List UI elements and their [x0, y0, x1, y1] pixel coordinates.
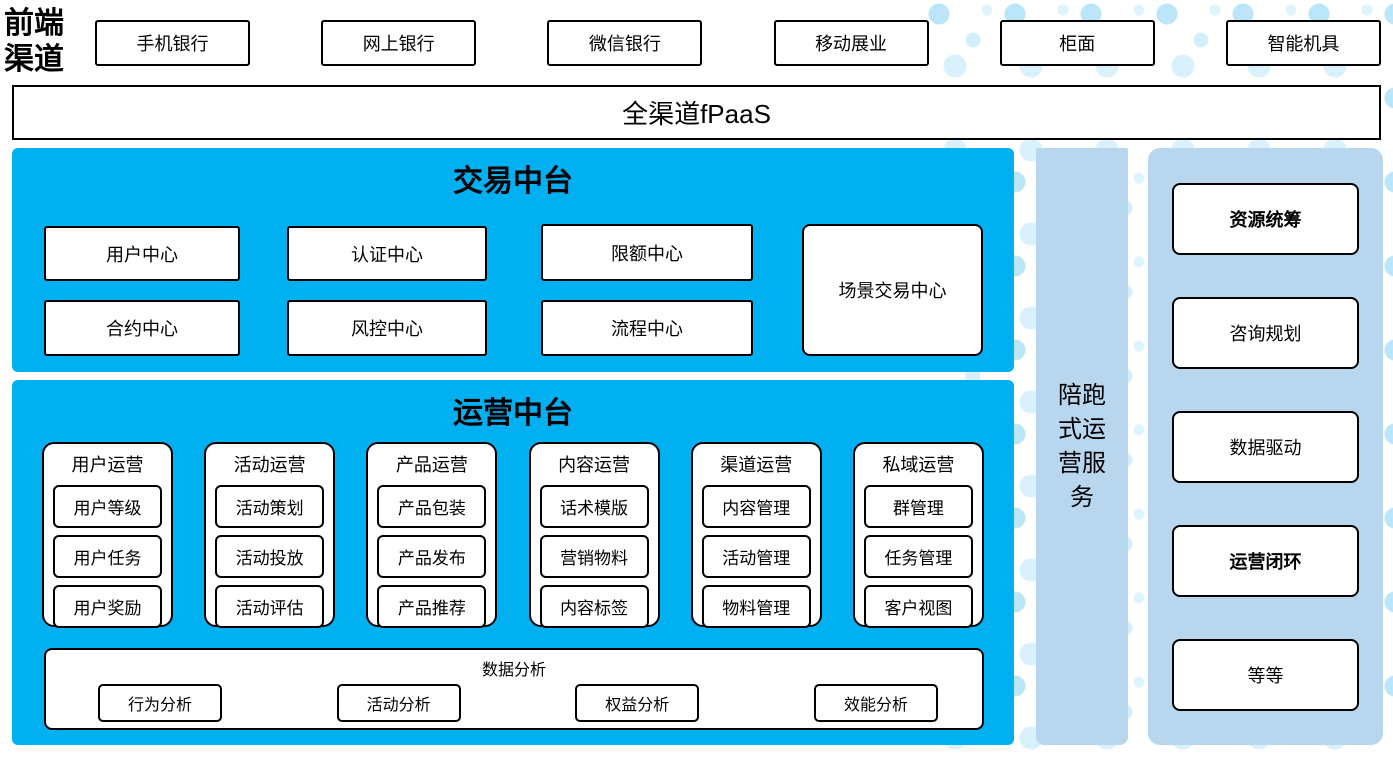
- front-channels-row: 手机银行 网上银行 微信银行 移动展业 柜面 智能机具: [95, 20, 1381, 66]
- channel-box-online-banking: 网上银行: [321, 20, 477, 66]
- service-panel: 资源统筹 咨询规划 数据驱动 运营闭环 等等: [1148, 148, 1383, 745]
- ops-item: 客户视图: [863, 585, 973, 628]
- analytics-box-activity: 活动分析: [336, 684, 461, 722]
- service-box-resource-planning: 资源统筹: [1172, 183, 1359, 255]
- ops-item: 用户等级: [53, 485, 162, 528]
- trade-box-process-center: 流程中心: [541, 300, 753, 356]
- ops-item: 活动评估: [215, 585, 325, 628]
- channel-box-wechat-banking: 微信银行: [547, 20, 703, 66]
- service-box-data-driven: 数据驱动: [1172, 411, 1359, 483]
- ops-item: 内容标签: [539, 585, 649, 628]
- data-analytics-items: 行为分析 活动分析 权益分析 效能分析: [46, 684, 982, 722]
- accompanying-ops-label: 陪跑式运营服务: [1058, 381, 1106, 511]
- ops-group-title: 产品运营: [395, 455, 468, 475]
- analytics-box-efficiency: 效能分析: [813, 684, 938, 722]
- data-analytics-box: 数据分析 行为分析 活动分析 权益分析 效能分析: [44, 648, 984, 730]
- data-analytics-title: 数据分析: [481, 662, 546, 679]
- trade-platform-title: 交易中台: [453, 164, 573, 199]
- ops-group-title: 私域运营: [882, 455, 955, 475]
- service-box-consulting-planning: 咨询规划: [1172, 297, 1359, 369]
- ops-group-items: 话术模版 营销物料 内容标签: [531, 485, 658, 628]
- ops-item: 物料管理: [701, 585, 811, 628]
- analytics-box-benefit: 权益分析: [575, 684, 700, 722]
- ops-item: 营销物料: [539, 535, 649, 578]
- service-box-etc: 等等: [1172, 639, 1359, 711]
- ops-group-title: 活动运营: [233, 455, 306, 475]
- ops-group-items: 群管理 任务管理 客户视图: [855, 485, 982, 628]
- ops-item: 话术模版: [539, 485, 649, 528]
- front-channels-label: 前端渠道: [4, 6, 64, 77]
- ops-platform-panel: 运营中台 用户运营 用户等级 用户任务 用户奖励 活动运营 活动策划 活动投放 …: [12, 380, 1014, 745]
- ops-group-private-domain: 私域运营 群管理 任务管理 客户视图: [852, 442, 984, 628]
- ops-item: 活动策划: [215, 485, 325, 528]
- ops-item: 产品推荐: [377, 585, 487, 628]
- trade-box-scenario-trade-center: 场景交易中心: [802, 224, 983, 356]
- channel-box-counter: 柜面: [999, 20, 1155, 66]
- analytics-box-behavior: 行为分析: [98, 684, 222, 722]
- trade-box-limit-center: 限额中心: [541, 224, 753, 281]
- fpaas-bar: 全渠道fPaaS: [12, 85, 1381, 140]
- ops-item: 产品发布: [377, 535, 487, 578]
- ops-item: 群管理: [863, 485, 973, 528]
- ops-group-content: 内容运营 话术模版 营销物料 内容标签: [528, 442, 660, 628]
- ops-group-title: 渠道运营: [720, 455, 793, 475]
- trade-box-user-center: 用户中心: [44, 226, 240, 281]
- ops-group-items: 内容管理 活动管理 物料管理: [693, 485, 820, 628]
- accompanying-ops-strip: 陪跑式运营服务: [1036, 148, 1128, 745]
- ops-item: 内容管理: [701, 485, 811, 528]
- ops-group-user: 用户运营 用户等级 用户任务 用户奖励: [42, 442, 173, 628]
- channel-box-mobile-banking: 手机银行: [95, 20, 250, 66]
- ops-item: 任务管理: [863, 535, 973, 578]
- ops-group-items: 活动策划 活动投放 活动评估: [206, 485, 333, 628]
- ops-group-title: 用户运营: [71, 455, 144, 475]
- ops-item: 活动投放: [215, 535, 325, 578]
- ops-group-activity: 活动运营 活动策划 活动投放 活动评估: [204, 442, 336, 628]
- ops-group-items: 用户等级 用户任务 用户奖励: [44, 485, 171, 628]
- trade-box-risk-center: 风控中心: [287, 300, 487, 356]
- ops-item: 用户奖励: [53, 585, 162, 628]
- ops-groups-row: 用户运营 用户等级 用户任务 用户奖励 活动运营 活动策划 活动投放 活动评估 …: [42, 442, 984, 628]
- ops-group-items: 产品包装 产品发布 产品推荐: [368, 485, 495, 628]
- ops-item: 用户任务: [53, 535, 162, 578]
- ops-item: 活动管理: [701, 535, 811, 578]
- channel-box-smart-devices: 智能机具: [1225, 20, 1381, 66]
- ops-group-product: 产品运营 产品包装 产品发布 产品推荐: [366, 442, 498, 628]
- ops-group-title: 内容运营: [558, 455, 631, 475]
- ops-group-channel: 渠道运营 内容管理 活动管理 物料管理: [690, 442, 822, 628]
- channel-box-mobile-marketing: 移动展业: [773, 20, 929, 66]
- ops-item: 产品包装: [377, 485, 487, 528]
- service-box-ops-closed-loop: 运营闭环: [1172, 525, 1359, 597]
- trade-box-auth-center: 认证中心: [287, 226, 487, 281]
- trade-platform-panel: 交易中台 用户中心 认证中心 限额中心 合约中心 风控中心 流程中心 场景交易中…: [12, 148, 1014, 372]
- ops-platform-title: 运营中台: [453, 396, 573, 431]
- trade-box-contract-center: 合约中心: [44, 300, 240, 356]
